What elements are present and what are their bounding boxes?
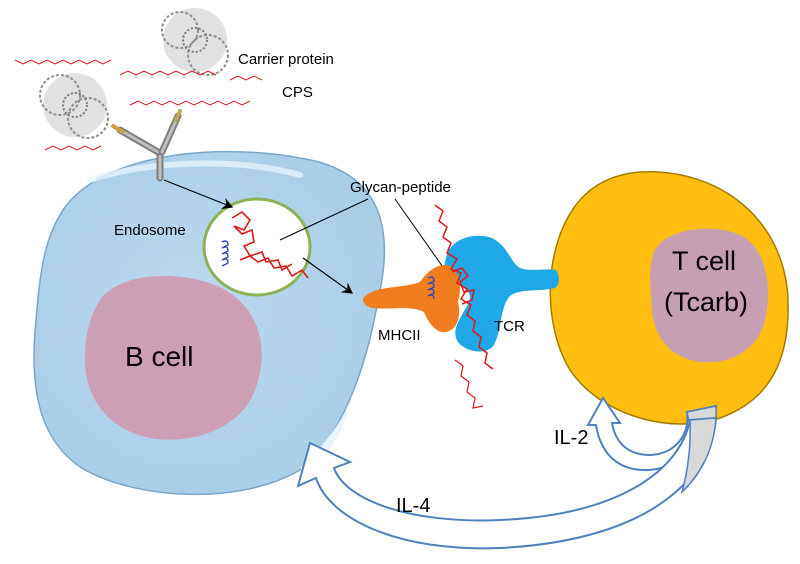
endosome-label: Endosome — [114, 222, 186, 239]
peptide-helix-icon — [427, 276, 435, 300]
glycan-peptide-callout-line — [279, 198, 369, 241]
endosome: Endosome — [114, 197, 312, 297]
glycan-chain-icon — [119, 70, 217, 76]
b-cell-nucleus — [85, 276, 262, 440]
glycan-chain-icon — [231, 210, 293, 272]
glycan-chain-icon — [44, 145, 102, 151]
tcr-label: TCR — [494, 318, 525, 335]
carrier-protein-label: Carrier protein — [238, 51, 334, 68]
glycan-chain-icon — [451, 267, 475, 305]
carrier-protein-icon — [161, 8, 229, 76]
cps-label: CPS — [282, 84, 313, 101]
t-cell-label: T cell — [672, 246, 736, 276]
il4-arrow-body — [296, 416, 718, 550]
glycan-peptide-label: Glycan-peptide — [350, 179, 451, 196]
carrier-protein-icon — [39, 73, 109, 139]
glycan-chain-icon — [129, 100, 251, 106]
mhcii — [363, 264, 460, 333]
tcr — [444, 235, 559, 352]
peptide-helix-icon — [221, 240, 229, 267]
antibody-icon — [111, 109, 182, 182]
glycan-chain-icon — [454, 359, 484, 409]
cps-chains — [14, 59, 263, 151]
il4-label: IL-4 — [396, 495, 430, 517]
b-cell: B cell — [33, 150, 386, 496]
internalization-arrow — [163, 179, 234, 210]
b-cell-highlight — [87, 160, 303, 183]
b-cell-label: B cell — [125, 341, 193, 372]
il4-arrow-band — [680, 417, 717, 495]
presentation-arrow — [302, 257, 353, 294]
endosome-vesicle — [202, 197, 312, 297]
t-cell-nucleus — [650, 228, 769, 363]
presented-glycan — [434, 204, 494, 409]
t-cell: T cell (Tcarb) — [549, 171, 789, 425]
glycan-chain-icon — [14, 59, 112, 65]
t-cell-subtype-label: (Tcarb) — [664, 287, 748, 317]
glycan-chain-icon — [229, 75, 263, 81]
il2-label: IL-2 — [554, 427, 588, 449]
glycan-chain-icon — [239, 255, 309, 279]
mhcii-label: MHCII — [378, 327, 421, 344]
